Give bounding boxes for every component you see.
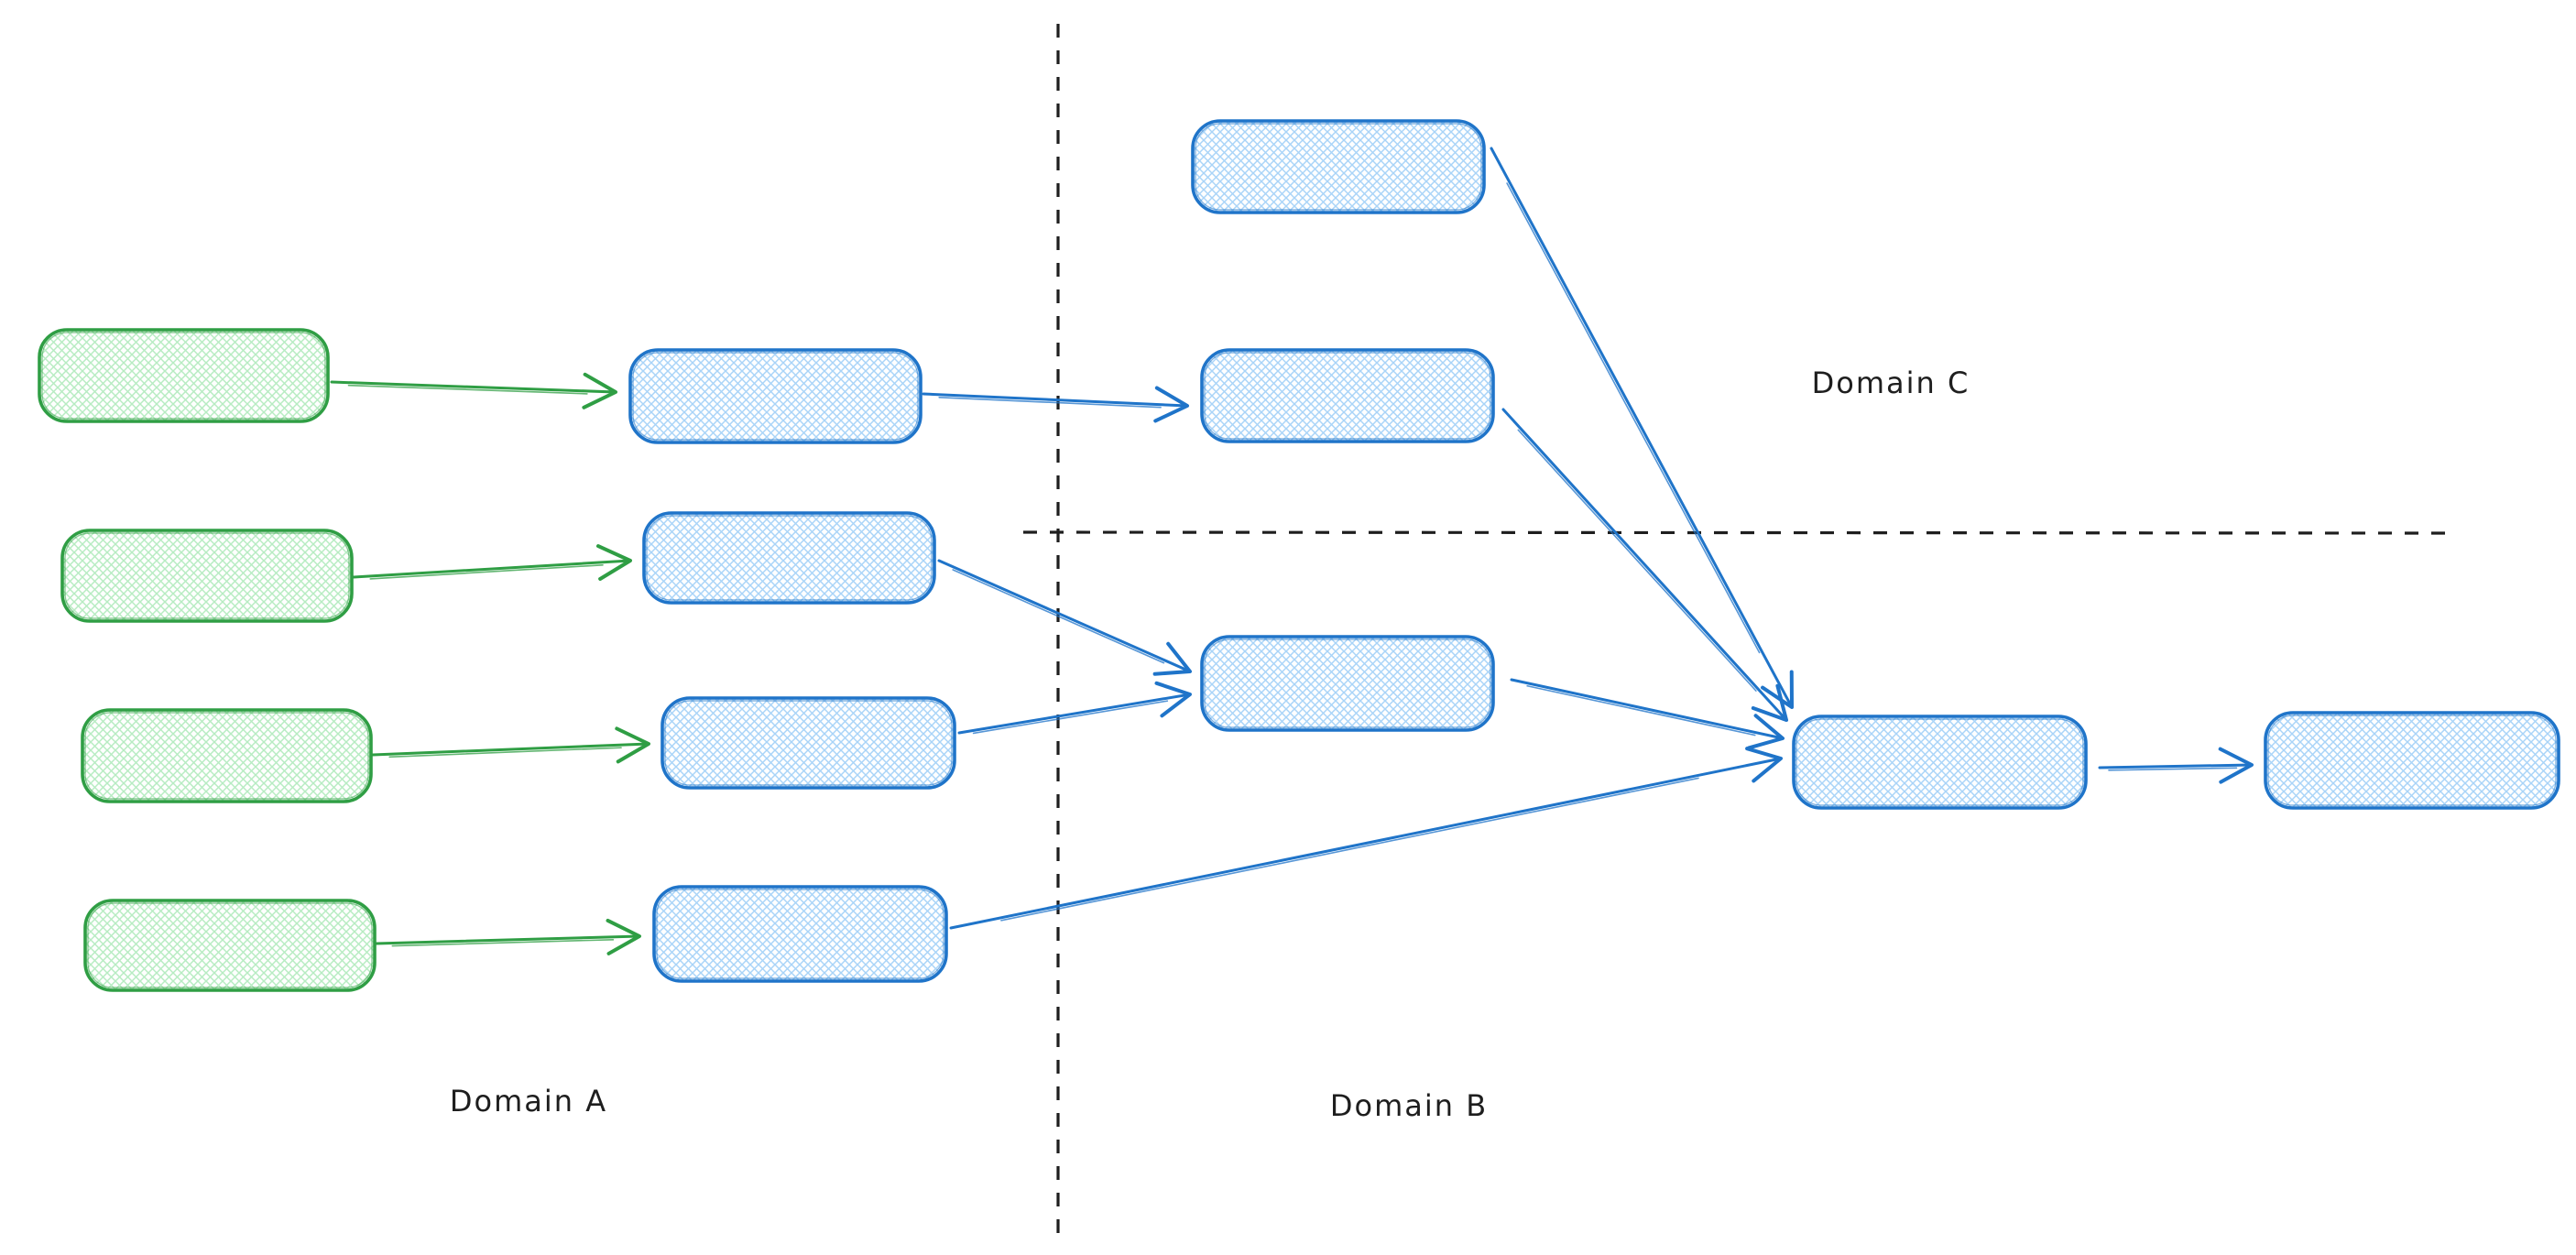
node-source-3 (81, 708, 373, 803)
label-domain-a: Domain A (450, 1084, 607, 1119)
edge-source-1-to-stage-a-1 (330, 372, 617, 409)
nodes-layer (38, 119, 2560, 992)
edge-source-2-to-stage-a-2 (352, 544, 632, 581)
node-domain-c-box (1191, 119, 1486, 214)
node-stage-b-1 (1200, 348, 1495, 443)
edge-merge-box-to-output-box (2098, 747, 2254, 784)
node-source-2 (60, 529, 354, 623)
edges-layer (330, 147, 2254, 955)
horizontal-divider (1022, 530, 2449, 535)
edge-stage-b-2-to-merge-box (1510, 678, 1785, 750)
edge-stage-a-2-to-stage-b-2 (937, 559, 1192, 676)
node-output-box (2264, 711, 2560, 810)
node-source-1 (38, 328, 330, 423)
label-domain-b: Domain B (1330, 1088, 1488, 1123)
node-stage-a-4 (652, 885, 948, 983)
node-stage-a-2 (642, 511, 936, 605)
node-merge-box (1792, 715, 2088, 810)
node-stage-a-3 (660, 696, 956, 790)
edge-stage-a-4-to-merge-box (949, 747, 1783, 930)
node-stage-a-1 (628, 348, 922, 444)
edge-domain-c-box-to-merge-box (1490, 147, 1794, 709)
labels-layer: Domain A Domain B Domain C (450, 366, 1970, 1123)
node-source-4 (83, 899, 377, 992)
edge-stage-a-3-to-stage-b-2 (957, 681, 1192, 735)
node-stage-b-2 (1200, 635, 1495, 732)
edge-source-3-to-stage-a-3 (371, 726, 650, 764)
edge-source-4-to-stage-a-4 (375, 918, 641, 955)
label-domain-c: Domain C (1812, 366, 1970, 400)
edge-stage-b-1-to-merge-box (1501, 408, 1788, 722)
edge-stage-a-1-to-stage-b-1 (922, 386, 1189, 423)
